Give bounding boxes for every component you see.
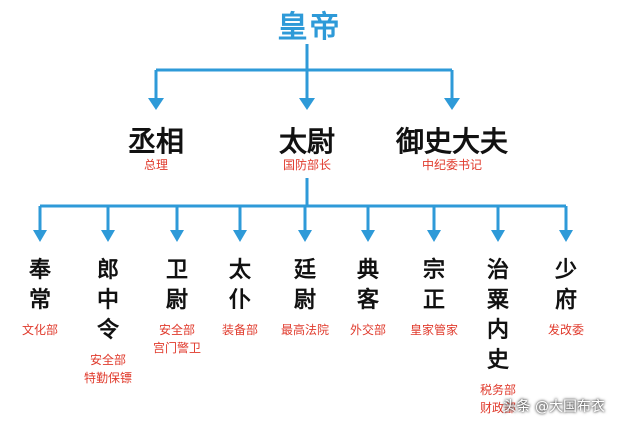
minister-name-5: 典客: [356, 257, 379, 313]
arrowhead-yushi: [444, 98, 460, 110]
arrowhead-chengxiang: [148, 98, 164, 110]
minister-arrowhead-4: [298, 230, 312, 242]
minister-modern-7-0: 税务部: [479, 383, 516, 397]
watermark: 头条 @大国布衣: [502, 399, 605, 415]
minister-modern-0-0: 文化部: [21, 323, 58, 337]
minister-arrowhead-6: [427, 230, 441, 242]
minister-arrowhead-7: [491, 230, 505, 242]
level1-name-2: 御史大夫: [395, 125, 508, 158]
level1-modern-0: 总理: [143, 158, 168, 172]
minister-modern-1-0: 安全部: [89, 353, 126, 367]
minister-arrowhead-5: [361, 230, 375, 242]
arrowhead-taiwei: [299, 98, 315, 110]
minister-name-2: 卫尉: [165, 257, 188, 313]
minister-arrowhead-8: [559, 230, 573, 242]
emperor-title: 皇帝: [277, 10, 342, 45]
minister-modern-8-0: 发改委: [547, 323, 584, 337]
level1-modern-1: 国防部长: [282, 158, 331, 172]
minister-modern-2-0: 安全部: [158, 323, 195, 337]
minister-name-1: 郎中令: [96, 257, 119, 343]
minister-modern-3-0: 装备部: [221, 323, 258, 337]
minister-name-0: 奉常: [28, 257, 51, 313]
level1-name-0: 丞相: [127, 125, 184, 158]
minister-modern-6-0: 皇家管家: [409, 323, 458, 337]
minister-arrowhead-1: [101, 230, 115, 242]
minister-name-4: 廷尉: [293, 257, 316, 313]
minister-modern-5-0: 外交部: [349, 323, 386, 337]
minister-arrowhead-0: [33, 230, 47, 242]
minister-modern-2-1: 宫门警卫: [152, 341, 201, 355]
minister-modern-4-0: 最高法院: [280, 323, 329, 337]
level1-name-1: 太尉: [278, 125, 335, 158]
minister-name-3: 太仆: [228, 257, 251, 313]
minister-name-7: 治粟内史: [486, 257, 509, 373]
minister-name-6: 宗正: [422, 257, 445, 313]
minister-arrowhead-2: [170, 230, 184, 242]
minister-name-8: 少府: [554, 257, 577, 313]
minister-modern-1-1: 特勤保镖: [83, 371, 132, 385]
minister-arrowhead-3: [233, 230, 247, 242]
minister-modern-7-1: 财政部: [479, 401, 516, 415]
level1-modern-2: 中纪委书记: [421, 158, 482, 172]
